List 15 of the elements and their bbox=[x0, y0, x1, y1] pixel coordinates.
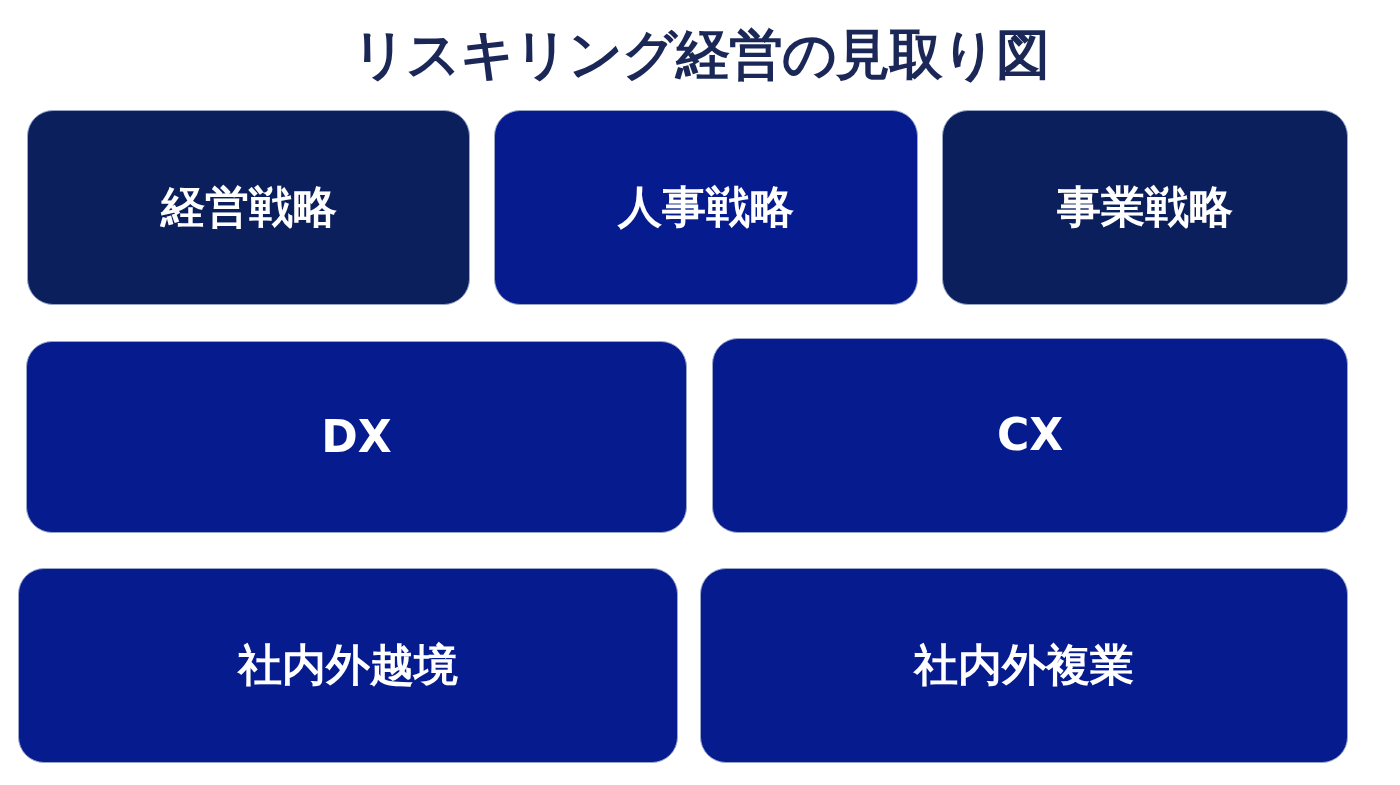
strategy-box bbox=[700, 568, 1348, 763]
box-label: CX bbox=[996, 409, 1064, 462]
strategy-box bbox=[712, 338, 1348, 533]
strategy-box bbox=[18, 568, 678, 763]
box-label: 事業戦略 bbox=[1057, 181, 1233, 234]
strategy-box bbox=[494, 110, 918, 305]
box-label: DX bbox=[321, 410, 392, 464]
strategy-box bbox=[942, 110, 1348, 305]
box-label: 社内外越境 bbox=[238, 639, 458, 692]
strategy-box bbox=[27, 110, 470, 305]
diagram-title: リスキリング経営の見取り図 bbox=[351, 22, 1049, 88]
strategy-box bbox=[26, 341, 687, 533]
box-label: 人事戦略 bbox=[618, 181, 794, 234]
box-label: 経営戦略 bbox=[160, 181, 337, 234]
box-label: 社内外複業 bbox=[914, 639, 1134, 692]
